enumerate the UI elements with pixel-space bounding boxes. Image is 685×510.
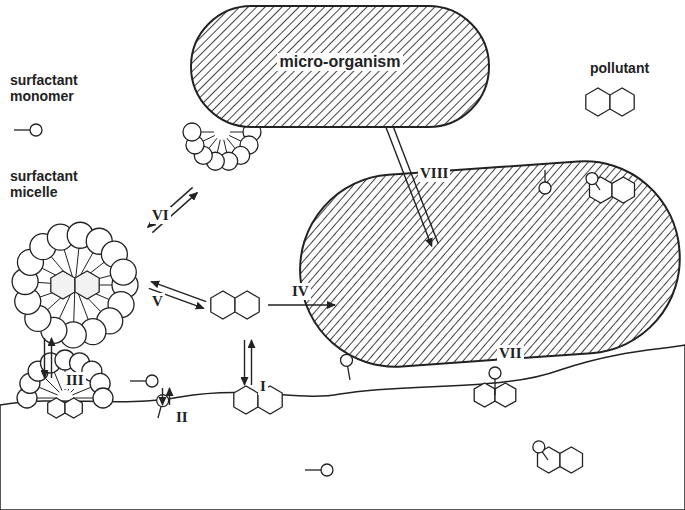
surfactant-tail bbox=[203, 135, 215, 141]
surfactant-tail bbox=[542, 452, 548, 460]
callout-number: II bbox=[174, 409, 190, 426]
surfactant-tail bbox=[348, 366, 350, 380]
uptake-arrow bbox=[268, 304, 335, 305]
cell-name: micro-organism bbox=[277, 53, 404, 71]
callout-number: V bbox=[150, 293, 165, 310]
surfactant-tail bbox=[494, 379, 495, 395]
surfactant-head bbox=[30, 124, 42, 136]
surfactant-tail bbox=[209, 138, 217, 148]
hexagon-ring bbox=[51, 271, 75, 299]
hexagon-ring bbox=[48, 398, 65, 418]
surfactant-head bbox=[539, 182, 551, 194]
hexagon-ring bbox=[474, 383, 495, 407]
callout-number: I bbox=[258, 378, 268, 395]
hexagon-ring bbox=[495, 383, 516, 407]
soil-surface bbox=[0, 345, 685, 510]
surfactant-head bbox=[341, 354, 353, 366]
hexagon-ring bbox=[560, 447, 583, 473]
molecules-and-arrows bbox=[12, 88, 634, 476]
surfactant-tail bbox=[14, 129, 30, 130]
surfactant-tail bbox=[73, 398, 93, 399]
surfactant-head bbox=[586, 173, 598, 185]
surfactant-tail bbox=[217, 140, 220, 153]
surfactant-tail bbox=[224, 140, 227, 153]
attached-micro-organism bbox=[294, 155, 685, 373]
hexagon-ring bbox=[610, 88, 634, 116]
surfactant-tail bbox=[74, 293, 75, 322]
surfactant-tail bbox=[230, 132, 243, 133]
equilibrium-arrow bbox=[51, 338, 52, 378]
hexagon-ring bbox=[586, 88, 610, 116]
surfactant-tail bbox=[227, 138, 235, 148]
hexagon-ring bbox=[234, 386, 258, 414]
molecule-label: surfactant monomer bbox=[8, 72, 100, 104]
molecule-label: surfactant micelle bbox=[8, 168, 100, 200]
equilibrium-arrow bbox=[251, 340, 252, 385]
hexagon-ring bbox=[612, 177, 635, 203]
surfactant-head bbox=[110, 259, 136, 285]
surfactant-head bbox=[489, 367, 501, 379]
equilibrium-arrow bbox=[44, 338, 45, 378]
hexagon-ring bbox=[211, 291, 235, 319]
surfactant-tail bbox=[76, 248, 79, 277]
surfactant-tail bbox=[229, 135, 241, 141]
callout-number: IV bbox=[290, 283, 311, 300]
equilibrium-arrow bbox=[148, 187, 193, 227]
cell-wall bbox=[191, 6, 489, 127]
surfactant-tail bbox=[54, 372, 62, 390]
surfactant-head bbox=[146, 375, 158, 387]
equilibrium-arrow bbox=[169, 388, 170, 405]
surfactant-tail bbox=[305, 469, 321, 470]
surfactant-tail bbox=[158, 406, 161, 418]
surfactant-head bbox=[93, 388, 113, 408]
callout-number: III bbox=[64, 372, 86, 389]
surfactant-tail bbox=[595, 183, 600, 190]
callout-number: VII bbox=[497, 345, 524, 362]
surfactant-tail bbox=[544, 170, 545, 182]
equilibrium-arrow bbox=[244, 340, 245, 385]
surfactant-head bbox=[183, 123, 201, 141]
hexagon-ring bbox=[75, 271, 99, 299]
hexagon-ring bbox=[65, 398, 82, 418]
surfactant-tail bbox=[201, 132, 214, 133]
hexagon-ring bbox=[235, 291, 259, 319]
surfactant-head bbox=[533, 441, 545, 453]
surfactant-tail bbox=[37, 398, 57, 399]
surfactant-tail bbox=[130, 380, 146, 381]
callout-number: VIII bbox=[418, 165, 450, 182]
callout-number: VI bbox=[150, 207, 171, 224]
micro-organism-cell: micro-organism bbox=[190, 5, 490, 128]
equilibrium-arrow bbox=[162, 388, 163, 405]
molecule-label: pollutant bbox=[588, 60, 651, 76]
surfactant-head bbox=[321, 464, 333, 476]
